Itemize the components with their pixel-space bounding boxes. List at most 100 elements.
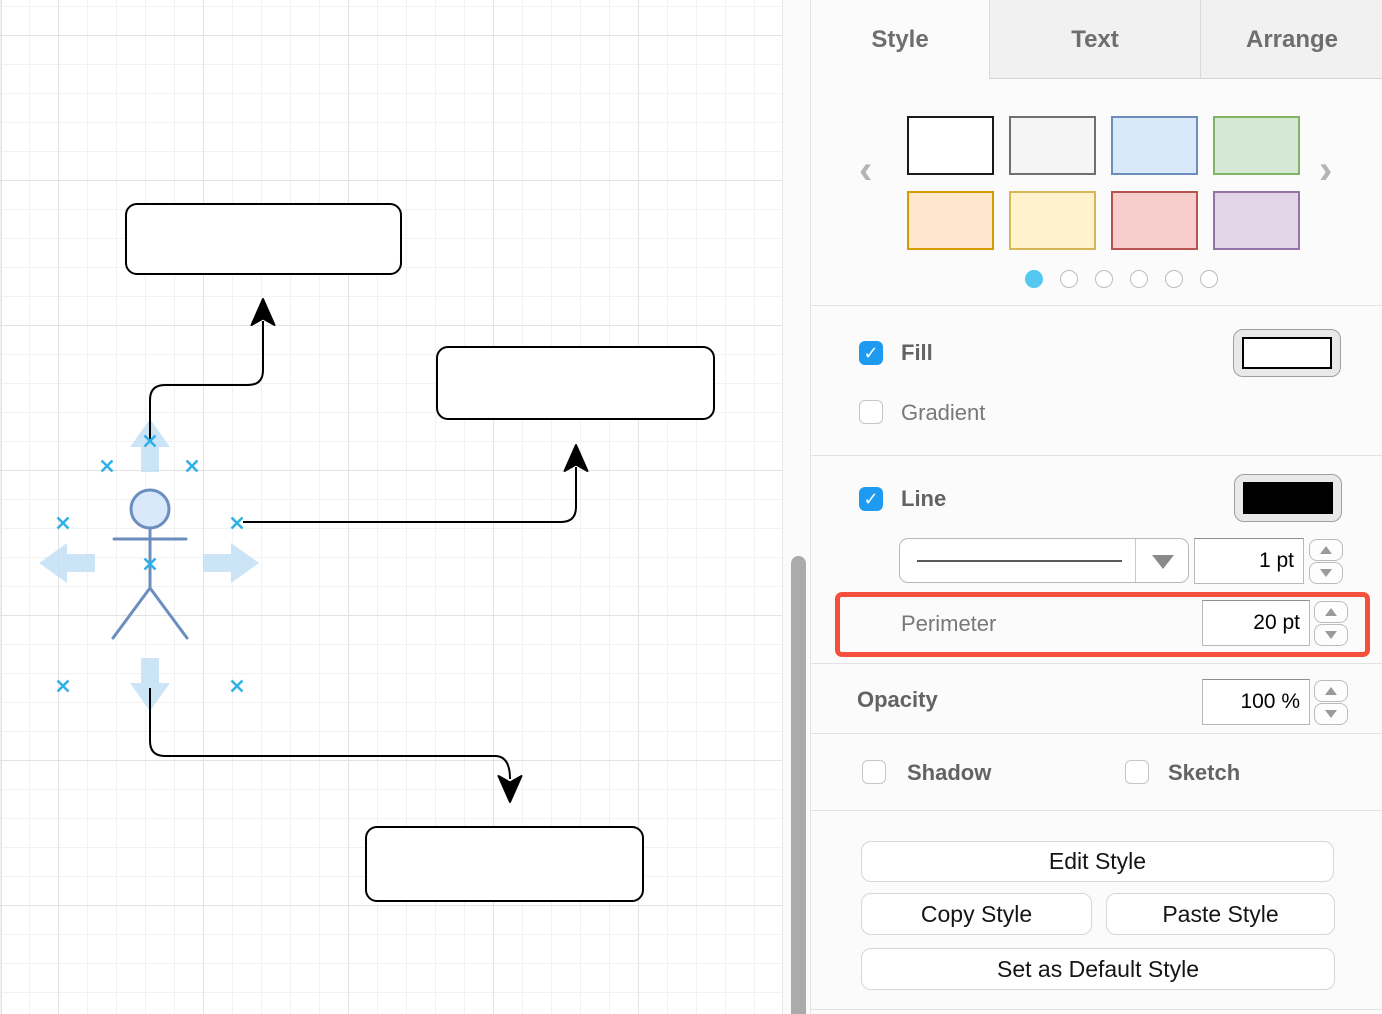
connectors[interactable] (149, 298, 589, 803)
connection-point-markers[interactable] (56, 434, 244, 693)
edit-style-button[interactable]: Edit Style (861, 841, 1334, 882)
fill-color-button[interactable] (1233, 329, 1341, 377)
chevron-left-icon[interactable]: ‹ (859, 148, 873, 192)
preset-page-dot-5[interactable] (1165, 270, 1183, 288)
section-divider (811, 305, 1382, 306)
shadow-label: Shadow (907, 760, 992, 785)
stepper-up-button[interactable] (1314, 601, 1348, 623)
opacity-input[interactable] (1202, 679, 1310, 725)
line-width-input[interactable] (1194, 538, 1304, 584)
gradient-label: Gradient (901, 400, 986, 425)
connection-x-icon (143, 557, 157, 571)
perimeter-stepper (1314, 601, 1348, 647)
hover-arrow-down-icon (130, 658, 170, 711)
style-preset-swatch-3[interactable] (1111, 116, 1198, 175)
vertical-scrollbar-thumb[interactable] (791, 556, 806, 1014)
line-width-stepper (1309, 539, 1343, 585)
edge-actor-to-rect3 (149, 688, 511, 780)
sketch-label: Sketch (1168, 760, 1241, 785)
style-preset-swatches (907, 116, 1300, 250)
copy-style-button[interactable]: Copy Style (861, 893, 1092, 935)
triangle-up-icon (1325, 608, 1337, 616)
set-default-style-button[interactable]: Set as Default Style (861, 948, 1335, 990)
perimeter-highlight-annotation (835, 592, 1370, 657)
perimeter-label: Perimeter (901, 611, 997, 636)
section-divider (811, 663, 1382, 664)
format-tabs: Style Text Arrange (811, 0, 1382, 79)
line-color-preview (1243, 482, 1333, 514)
hover-arrow-right-icon (203, 543, 259, 583)
stepper-up-button[interactable] (1314, 680, 1348, 702)
preset-page-dot-2[interactable] (1060, 270, 1078, 288)
line-label: Line (901, 486, 947, 511)
stepper-down-button[interactable] (1314, 703, 1348, 725)
style-preset-swatch-2[interactable] (1009, 116, 1096, 175)
connection-x-icon (230, 516, 244, 530)
preset-page-dots (1025, 270, 1218, 288)
dropdown-arrow-icon (1152, 555, 1174, 569)
actor-shape[interactable] (111, 488, 189, 640)
canvas-grid (0, 0, 783, 1014)
tab-text[interactable]: Text (989, 0, 1200, 79)
sketch-checkbox[interactable] (1125, 760, 1149, 784)
style-preset-swatch-4[interactable] (1213, 116, 1300, 175)
preset-page-dot-4[interactable] (1130, 270, 1148, 288)
triangle-up-icon (1325, 687, 1337, 695)
actor-head (129, 488, 171, 530)
section-divider (811, 455, 1382, 456)
rounded-rectangle-1[interactable] (125, 203, 402, 275)
line-checkbox[interactable]: ✓ (859, 487, 883, 511)
edge-actor-to-rect3-arrowhead (497, 775, 523, 803)
rounded-rectangle-3[interactable] (365, 826, 644, 902)
section-divider (811, 1009, 1382, 1010)
section-divider (811, 810, 1382, 811)
format-panel: Style Text Arrange ‹ › ✓ Fill Gradient ✓… (810, 0, 1382, 1014)
paste-style-button[interactable]: Paste Style (1106, 893, 1335, 935)
style-preset-swatch-7[interactable] (1111, 191, 1198, 250)
fill-checkbox[interactable]: ✓ (859, 341, 883, 365)
hover-direction-arrows[interactable] (39, 419, 259, 711)
connection-x-icon (56, 679, 70, 693)
preset-page-dot-6[interactable] (1200, 270, 1218, 288)
shadow-checkbox[interactable] (862, 760, 886, 784)
preset-page-dot-1[interactable] (1025, 270, 1043, 288)
fill-color-preview (1242, 337, 1332, 369)
style-preset-swatch-1[interactable] (907, 116, 994, 175)
perimeter-input[interactable] (1202, 600, 1310, 646)
connection-x-icon (230, 679, 244, 693)
line-color-button[interactable] (1234, 474, 1342, 522)
edge-actor-to-rect2 (243, 467, 577, 523)
edge-actor-to-rect1-arrowhead (250, 298, 276, 326)
triangle-up-icon (1320, 546, 1332, 554)
stepper-down-button[interactable] (1314, 624, 1348, 646)
style-preset-swatch-6[interactable] (1009, 191, 1096, 250)
triangle-down-icon (1320, 569, 1332, 577)
dropdown-separator (1135, 539, 1136, 582)
tab-arrange[interactable]: Arrange (1200, 0, 1382, 79)
triangle-down-icon (1325, 710, 1337, 718)
connection-x-icon (100, 459, 114, 473)
stepper-up-button[interactable] (1309, 539, 1343, 561)
preset-page-dot-3[interactable] (1095, 270, 1113, 288)
opacity-stepper (1314, 680, 1348, 726)
fill-label: Fill (901, 340, 933, 365)
line-style-preview (917, 560, 1122, 562)
stepper-down-button[interactable] (1309, 562, 1343, 584)
connection-x-icon (143, 434, 157, 448)
tab-style[interactable]: Style (811, 0, 989, 79)
chevron-right-icon[interactable]: › (1319, 148, 1333, 192)
edge-actor-to-rect2-arrowhead (563, 444, 589, 472)
gradient-checkbox[interactable] (859, 400, 883, 424)
line-style-dropdown[interactable] (899, 538, 1189, 583)
opacity-label: Opacity (857, 687, 938, 712)
diagram-layer (39, 203, 715, 902)
diagram-canvas[interactable] (0, 0, 810, 1014)
rounded-rectangle-2[interactable] (436, 346, 715, 420)
connection-x-icon (185, 459, 199, 473)
hover-arrow-left-icon (39, 543, 95, 583)
style-preset-swatch-8[interactable] (1213, 191, 1300, 250)
style-preset-swatch-5[interactable] (907, 191, 994, 250)
connection-x-icon (56, 516, 70, 530)
edge-actor-to-rect1 (149, 321, 264, 441)
